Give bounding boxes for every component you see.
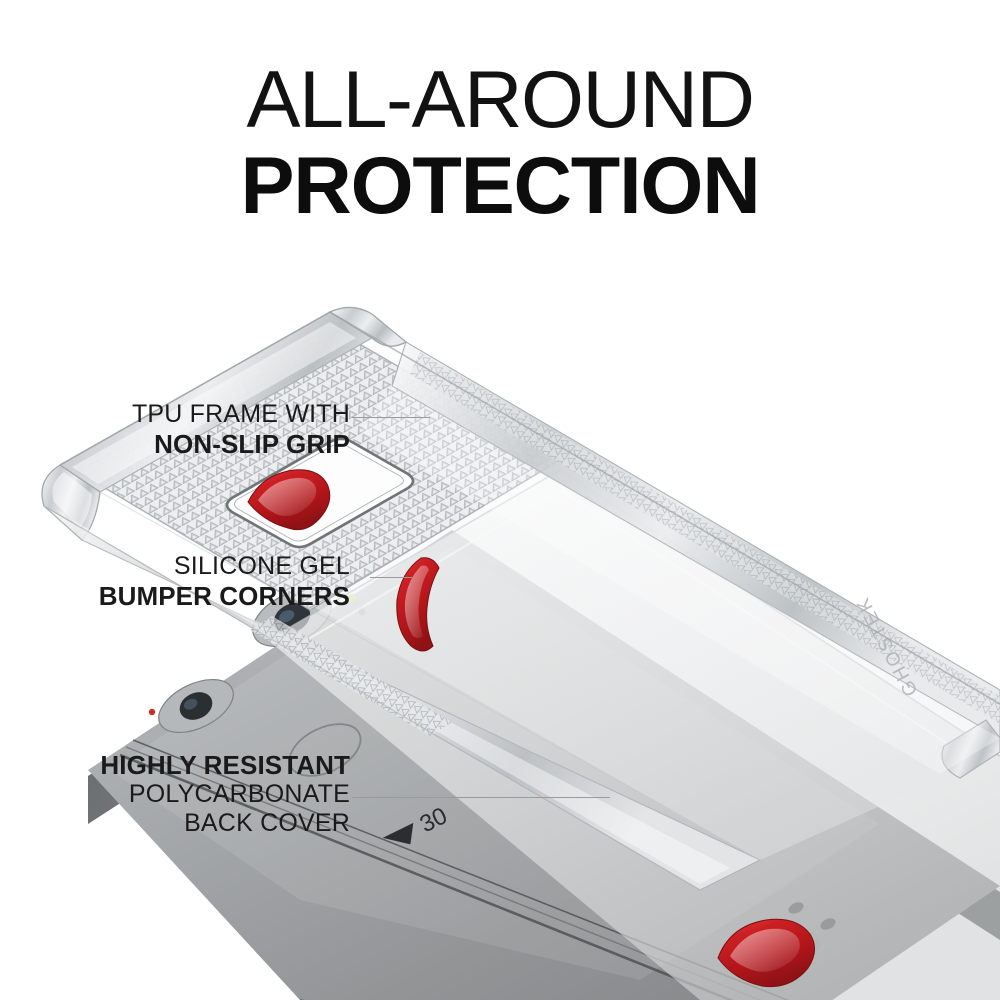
leader-line-gel <box>370 577 412 578</box>
case-left-grip-strip <box>250 616 452 736</box>
phone-antenna-line-2 <box>125 746 762 1000</box>
title-line-2: PROTECTION <box>240 140 760 231</box>
fingerprint-sensor <box>288 723 362 777</box>
callout-silicone-gel: SILICONE GEL BUMPER CORNERS <box>20 552 350 611</box>
bumper-corner-center <box>247 469 331 531</box>
callout-polycarbonate: HIGHLY RESISTANT POLYCARBONATE BACK COVE… <box>10 750 350 838</box>
leader-line-poly <box>352 797 610 798</box>
callout-tpu-line-1: TPU FRAME WITH <box>131 400 350 428</box>
bumper-corner-left <box>396 557 440 652</box>
phone-antenna-line-1 <box>119 753 734 1000</box>
callout-gel-line-1: SILICONE GEL <box>173 552 350 580</box>
leader-line-tpu <box>352 417 430 418</box>
callout-poly-line-2: POLYCARBONATE <box>128 780 350 809</box>
callout-gel-line-2: BUMPER CORNERS <box>98 581 350 611</box>
camera-led <box>148 708 156 716</box>
product-illustration: 30 LG <box>0 300 1000 1000</box>
tpu-clear-case: GHOSTEK <box>41 306 1000 891</box>
title-line-1: ALL-AROUND <box>246 55 755 145</box>
callout-poly-line-1: HIGHLY RESISTANT <box>100 750 350 780</box>
case-corner-bottom-right <box>941 719 1000 779</box>
case-back-face <box>360 386 1000 774</box>
bumper-corner-bottom <box>717 918 815 988</box>
page-title: ALL-AROUND PROTECTION <box>0 55 1000 231</box>
callout-tpu-line-2: NON-SLIP GRIP <box>154 429 350 459</box>
callout-poly-line-3: BACK COVER <box>184 809 350 838</box>
callout-tpu-frame: TPU FRAME WITH NON-SLIP GRIP <box>20 400 350 459</box>
